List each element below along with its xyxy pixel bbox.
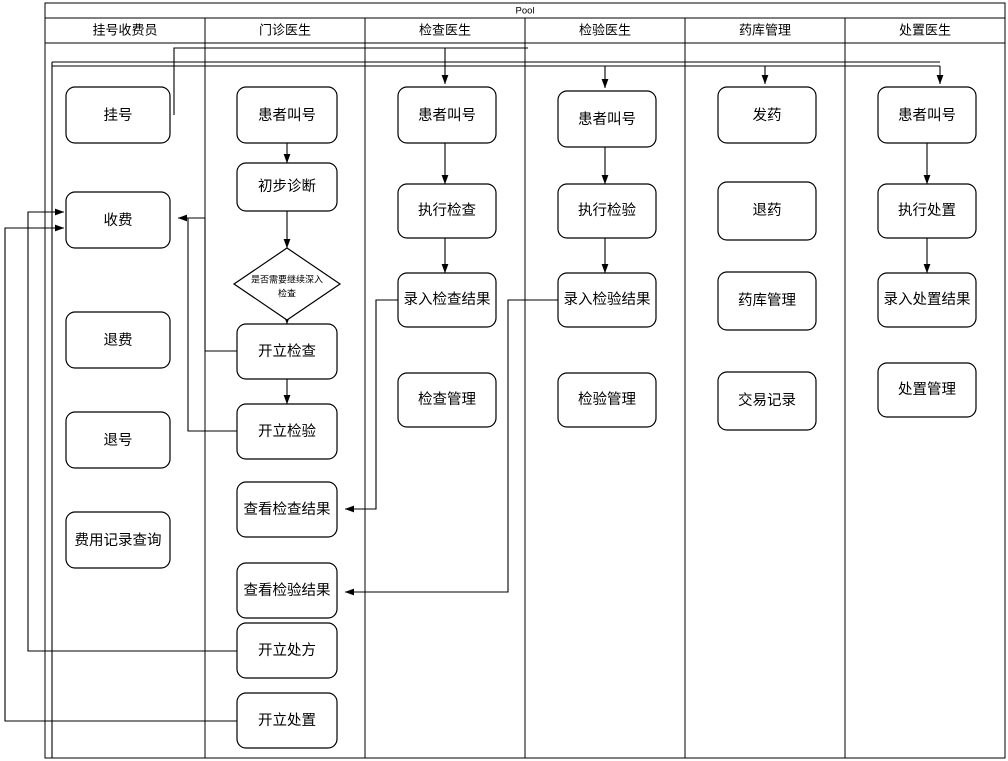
node-return-medicine[interactable]: 退药: [717, 181, 817, 241]
node-order-prescription-label: 开立处方: [258, 642, 316, 659]
node-return-medicine-label: 退药: [753, 202, 782, 219]
node-decision-need-deeper-exam[interactable]: 是否需要继续深入 检查: [232, 247, 342, 321]
node-pharmacy-management[interactable]: 药库管理: [717, 271, 817, 331]
node-order-inspection[interactable]: 开立检验: [236, 403, 338, 460]
node-order-examination-label: 开立检查: [258, 343, 316, 360]
connector-enter-inspect-to-view-inspect: [344, 299, 558, 596]
node-perform-examination-label: 执行检查: [418, 202, 476, 219]
lane-header-inspection-doctor: 检验医生: [579, 22, 631, 37]
lane-body-treatment-doctor: 患者叫号 执行处置 录入处置结果 处置管理: [877, 86, 977, 418]
node-perform-inspection[interactable]: 执行检验: [557, 183, 657, 239]
node-decision-label-line2: 检查: [278, 287, 296, 298]
node-order-inspection-label: 开立检验: [258, 423, 316, 440]
node-perform-treatment-label: 执行处置: [898, 202, 956, 219]
node-order-examination[interactable]: 开立检查: [236, 323, 338, 380]
node-enter-examination-result[interactable]: 录入检查结果: [397, 272, 497, 328]
lane-header-row: 挂号收费员 门诊医生 检查医生 检验医生 药库管理 处置医生: [45, 18, 1005, 758]
node-dispense-medicine-label: 发药: [753, 107, 782, 124]
node-treatment-management-label: 处置管理: [898, 381, 956, 398]
node-registration[interactable]: 挂号: [65, 86, 171, 144]
node-enter-examination-result-label: 录入检查结果: [404, 291, 491, 308]
node-charge-label: 收费: [104, 212, 133, 229]
node-transaction-record-label: 交易记录: [738, 391, 796, 409]
node-perform-treatment[interactable]: 执行处置: [877, 183, 977, 239]
lane-body-inspection-doctor: 患者叫号 执行检验 录入检验结果 检验管理: [557, 90, 657, 428]
node-treatment-call-patient[interactable]: 患者叫号: [877, 86, 977, 144]
node-transaction-record[interactable]: 交易记录: [717, 371, 817, 431]
node-enter-treatment-result-label: 录入处置结果: [884, 291, 971, 308]
node-treatment-call-patient-label: 患者叫号: [898, 107, 956, 124]
node-order-prescription[interactable]: 开立处方: [236, 622, 338, 679]
node-refund-fee-label: 退费: [104, 332, 133, 349]
node-perform-inspection-label: 执行检验: [578, 202, 636, 219]
node-outpatient-call-patient[interactable]: 患者叫号: [236, 86, 338, 144]
node-examination-call-patient-label: 患者叫号: [418, 107, 476, 124]
node-refund-registration[interactable]: 退号: [65, 411, 171, 469]
node-order-treatment-label: 开立处置: [258, 712, 316, 729]
node-fee-record-query[interactable]: 费用记录查询: [65, 511, 171, 569]
node-perform-examination[interactable]: 执行检查: [397, 183, 497, 239]
node-refund-registration-label: 退号: [104, 432, 133, 449]
pool-title: Pool: [515, 6, 534, 17]
connector-prescription-to-charge: [27, 208, 237, 652]
lane-header-outpatient-doctor: 门诊医生: [259, 22, 311, 37]
lane-body-registration-cashier: 挂号 收费 退费 退号 费用记录查询: [65, 86, 171, 569]
node-preliminary-diagnosis[interactable]: 初步诊断: [236, 162, 338, 212]
connector-treatment-order-to-charge: [4, 224, 237, 722]
node-charge[interactable]: 收费: [65, 191, 171, 249]
node-fee-record-query-label: 费用记录查询: [75, 532, 162, 549]
node-inspection-management[interactable]: 检验管理: [557, 372, 657, 428]
node-decision-label-line1: 是否需要继续深入: [251, 273, 323, 284]
connector-enter-exam-to-view-exam: [344, 299, 398, 513]
node-inspection-call-patient-label: 患者叫号: [578, 111, 636, 128]
node-pharmacy-management-label: 药库管理: [738, 292, 796, 309]
lane-header-examination-doctor: 检查医生: [419, 22, 471, 37]
node-examination-management-label: 检查管理: [418, 391, 476, 408]
connector-layer: [4, 47, 944, 758]
node-view-examination-result[interactable]: 查看检查结果: [236, 481, 338, 538]
node-refund-fee[interactable]: 退费: [65, 311, 171, 369]
node-examination-management[interactable]: 检查管理: [397, 372, 497, 428]
node-view-inspection-result[interactable]: 查看检验结果: [236, 562, 338, 619]
node-view-inspection-result-label: 查看检验结果: [244, 582, 331, 599]
node-inspection-management-label: 检验管理: [578, 391, 636, 408]
node-dispense-medicine[interactable]: 发药: [717, 86, 817, 144]
node-preliminary-diagnosis-label: 初步诊断: [258, 178, 316, 195]
connector-order-inspect-to-charge: [187, 218, 237, 432]
node-outpatient-call-patient-label: 患者叫号: [258, 107, 316, 124]
node-view-examination-result-label: 查看检查结果: [244, 501, 331, 518]
node-enter-inspection-result-label: 录入检验结果: [564, 291, 651, 308]
node-order-treatment[interactable]: 开立处置: [236, 692, 338, 749]
lane-body-examination-doctor: 患者叫号 执行检查 录入检查结果 检查管理: [397, 86, 497, 428]
lane-header-treatment-doctor: 处置医生: [899, 22, 951, 37]
lane-header-registration-cashier: 挂号收费员: [92, 22, 157, 37]
node-enter-inspection-result[interactable]: 录入检验结果: [557, 272, 657, 328]
node-inspection-call-patient[interactable]: 患者叫号: [557, 90, 657, 148]
node-registration-label: 挂号: [104, 107, 133, 124]
node-examination-call-patient[interactable]: 患者叫号: [397, 86, 497, 144]
lane-header-pharmacy-management: 药库管理: [739, 22, 791, 37]
node-enter-treatment-result[interactable]: 录入处置结果: [877, 272, 977, 328]
lane-body-outpatient-doctor: 患者叫号 初步诊断 是否需要继续深入 检查 开立检查 开立检验 查看检查结: [232, 86, 342, 749]
node-treatment-management[interactable]: 处置管理: [877, 362, 977, 418]
lane-body-pharmacy-management: 发药 退药 药库管理 交易记录: [717, 86, 817, 431]
connector-registration-bus: [173, 47, 528, 115]
